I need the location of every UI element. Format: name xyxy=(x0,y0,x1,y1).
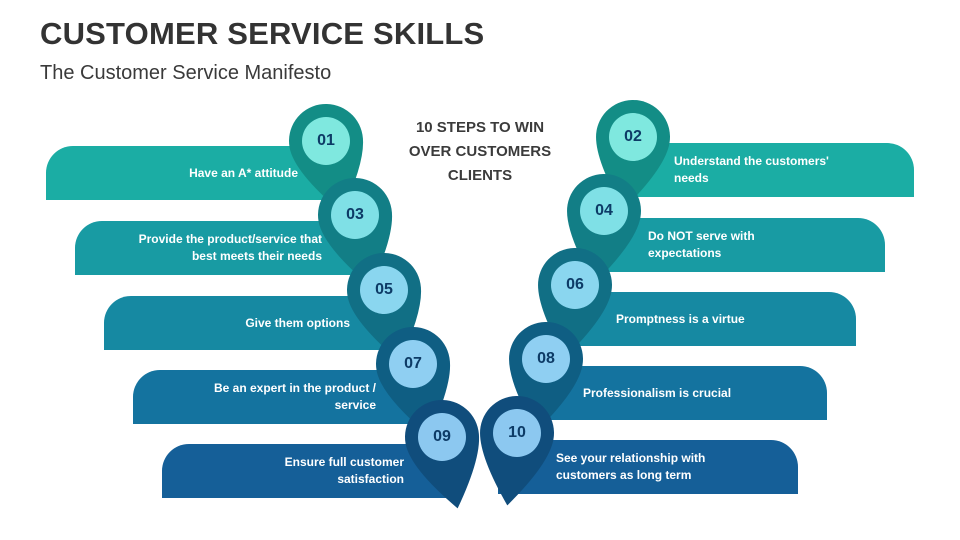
step-07-number: 07 xyxy=(404,355,422,372)
step-09-pin: 09 xyxy=(405,400,480,510)
step-01-number: 01 xyxy=(317,132,335,149)
step-09-number: 09 xyxy=(433,428,451,445)
step-04-text: Do NOT serve with expectations xyxy=(648,229,755,260)
step-05-text: Give them options xyxy=(245,315,350,330)
step-02-number: 02 xyxy=(624,128,642,145)
step-07-text: Be an expert in the product / service xyxy=(213,381,376,412)
page-subtitle: The Customer Service Manifesto xyxy=(40,62,332,84)
step-03-number: 03 xyxy=(346,206,364,223)
step-04-number: 04 xyxy=(595,202,613,219)
step-08-number: 08 xyxy=(537,350,555,367)
step-10-number: 10 xyxy=(508,424,526,441)
step-08-text: Professionalism is crucial xyxy=(583,385,732,400)
center-heading-line-1: 10 STEPS TO WIN xyxy=(415,119,545,136)
page-title: CUSTOMER SERVICE SKILLS xyxy=(40,16,485,51)
center-heading: 10 STEPS TO WIN OVER CUSTOMERS CLIENTS xyxy=(390,116,570,188)
step-02-text: Understand the customers' needs xyxy=(674,154,829,185)
center-heading-line-2: OVER CUSTOMERS xyxy=(408,143,552,160)
step-10-text: See your relationship with customers as … xyxy=(556,451,706,482)
step-03-banner: Provide the product/service that best me… xyxy=(75,221,375,275)
step-06-number: 06 xyxy=(566,276,584,293)
step-06-text: Promptness is a virtue xyxy=(616,311,745,326)
step-01-text: Have an A* attitude xyxy=(189,165,298,180)
center-heading-line-3: CLIENTS xyxy=(447,167,513,184)
step-05-number: 05 xyxy=(375,281,393,298)
step-09-text: Ensure full customer satisfaction xyxy=(284,455,404,486)
step-10-pin: 10 xyxy=(480,396,554,506)
step-03-text: Provide the product/service that best me… xyxy=(138,232,322,263)
